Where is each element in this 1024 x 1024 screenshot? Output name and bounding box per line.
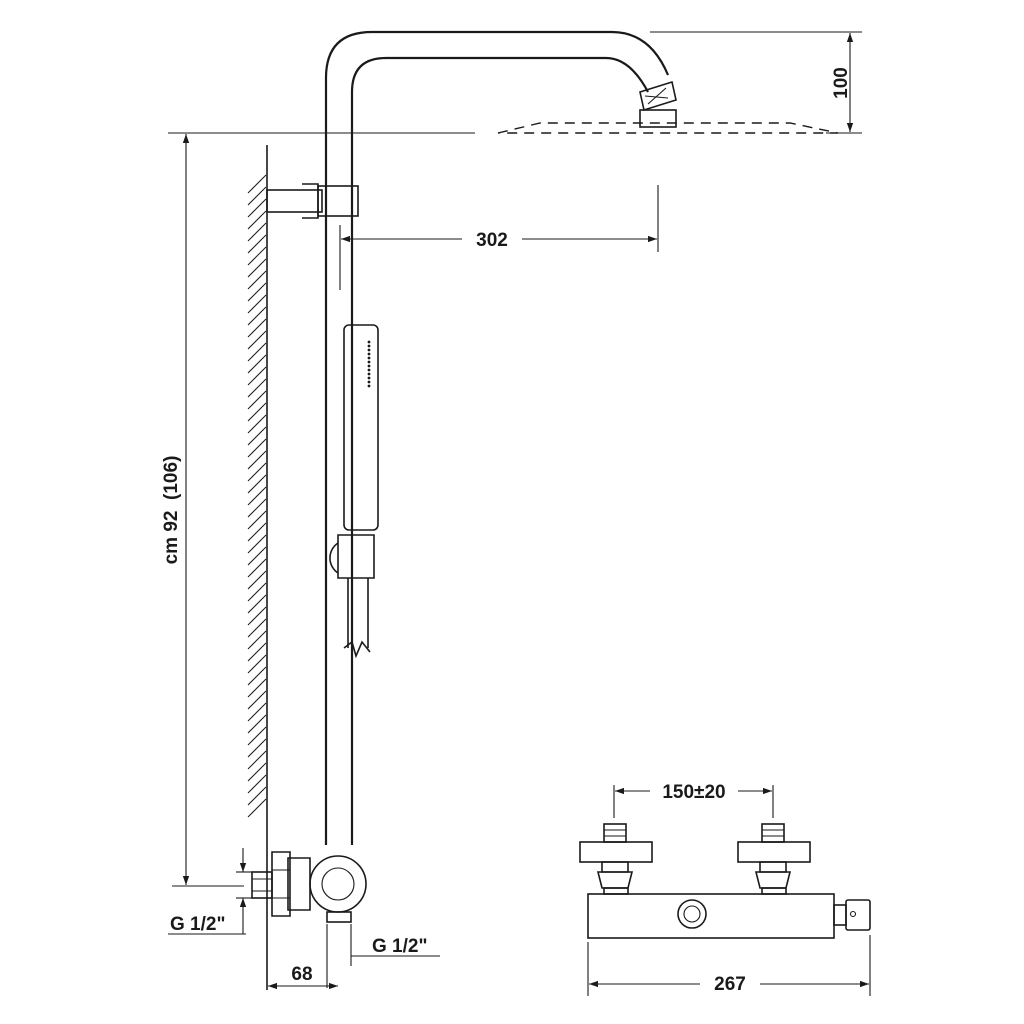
hatch-line [247, 786, 267, 806]
shower-head-connector [639, 80, 677, 128]
hatch-line [247, 666, 267, 686]
hatch-line [247, 306, 267, 326]
hatch-line [247, 762, 267, 782]
nozzle-dot [367, 372, 371, 376]
hatch-line [247, 498, 267, 518]
hatch-line [247, 474, 267, 494]
hatch-line [247, 294, 267, 314]
nozzle-dot [367, 356, 371, 360]
hatch-line [247, 222, 267, 242]
label-arm-reach: 302 [476, 230, 508, 251]
dimension-total-height: cm 92 (106) [161, 132, 475, 887]
hatch-line [247, 534, 267, 554]
nozzle-dot [367, 384, 371, 388]
hatch-line [247, 486, 267, 506]
hatch-line [247, 426, 267, 446]
right-inlet-connector [737, 823, 811, 895]
hatch-line [247, 330, 267, 350]
hatch-line [247, 606, 267, 626]
nozzle-dot [367, 352, 371, 356]
hatch-line [247, 246, 267, 266]
hatch-line [247, 546, 267, 566]
hatch-line [247, 258, 267, 278]
label-inlet-spacing: 150±20 [662, 782, 725, 803]
hatch-line [247, 510, 267, 530]
label-total-height: cm 92 (106) [161, 456, 182, 565]
label-inlet-left: G 1/2" [170, 914, 225, 935]
nozzle-dot [367, 364, 371, 368]
hatch-line [247, 366, 267, 386]
nozzle-dot [367, 376, 371, 380]
label-shower-head-height: 100 [831, 67, 852, 99]
hatch-line [247, 210, 267, 230]
hatch-line [247, 450, 267, 470]
mixer-center-knob [677, 899, 707, 929]
dimension-wall-offset: 68 [268, 964, 338, 990]
mixer-side-view [251, 851, 367, 923]
hatch-line [247, 570, 267, 590]
nozzle-dot [367, 368, 371, 372]
nozzle-dot [367, 380, 371, 384]
nozzle-dot [367, 348, 371, 352]
hatch-line [247, 462, 267, 482]
hatch-line [247, 282, 267, 302]
hatch-line [247, 438, 267, 458]
mixer-front-view [579, 823, 871, 939]
dimension-inlet-left: G 1/2" [168, 848, 252, 935]
shower-column [251, 30, 839, 923]
hatch-line [247, 198, 267, 218]
hatch-line [247, 630, 267, 650]
hatch-line [247, 678, 267, 698]
hatch-line [247, 234, 267, 254]
hatch-line [247, 702, 267, 722]
label-wall-offset: 68 [291, 964, 312, 985]
label-inlet-right: G 1/2" [372, 936, 427, 957]
hatch-line [247, 642, 267, 662]
hatch-line [247, 522, 267, 542]
hatch-line [247, 714, 267, 734]
shower-head-outline [497, 122, 839, 134]
wall [247, 145, 268, 990]
hatch-line [247, 342, 267, 362]
label-mixer-width: 267 [714, 974, 746, 995]
hatch-line [247, 654, 267, 674]
hatch-line [247, 738, 267, 758]
hatch-line [247, 558, 267, 578]
hatch-line [247, 186, 267, 206]
dimension-mixer-width: 267 [587, 935, 871, 996]
hatch-line [247, 798, 267, 818]
mixer-body [587, 893, 835, 939]
wall-hatching [247, 174, 267, 818]
hatch-line [247, 582, 267, 602]
hatch-line [247, 726, 267, 746]
nozzle-dot [367, 344, 371, 348]
hatch-line [247, 594, 267, 614]
hatch-line [247, 414, 267, 434]
hand-shower [329, 324, 379, 579]
hatch-line [247, 690, 267, 710]
hatch-line [247, 774, 267, 794]
hatch-line [247, 354, 267, 374]
hatch-line [247, 390, 267, 410]
dimension-arm-reach: 302 [339, 185, 659, 290]
nozzle-dot [367, 340, 371, 344]
hatch-line [247, 318, 267, 338]
wall-bracket [266, 183, 359, 219]
hatch-line [247, 402, 267, 422]
dimension-inlet-right: G 1/2" [326, 924, 440, 988]
dimension-shower-head-height: 100 [650, 31, 862, 134]
nozzle-dot [367, 360, 371, 364]
left-inlet-connector [579, 823, 653, 895]
hatch-line [247, 618, 267, 638]
hatch-line [247, 270, 267, 290]
hatch-line [247, 750, 267, 770]
shower-hose [343, 578, 371, 659]
hatch-line [247, 378, 267, 398]
hand-shower-nozzles [367, 340, 371, 388]
mixer-outlet [833, 899, 871, 931]
hatch-line [247, 174, 267, 194]
dimension-inlet-spacing: 150±20 [613, 782, 774, 818]
